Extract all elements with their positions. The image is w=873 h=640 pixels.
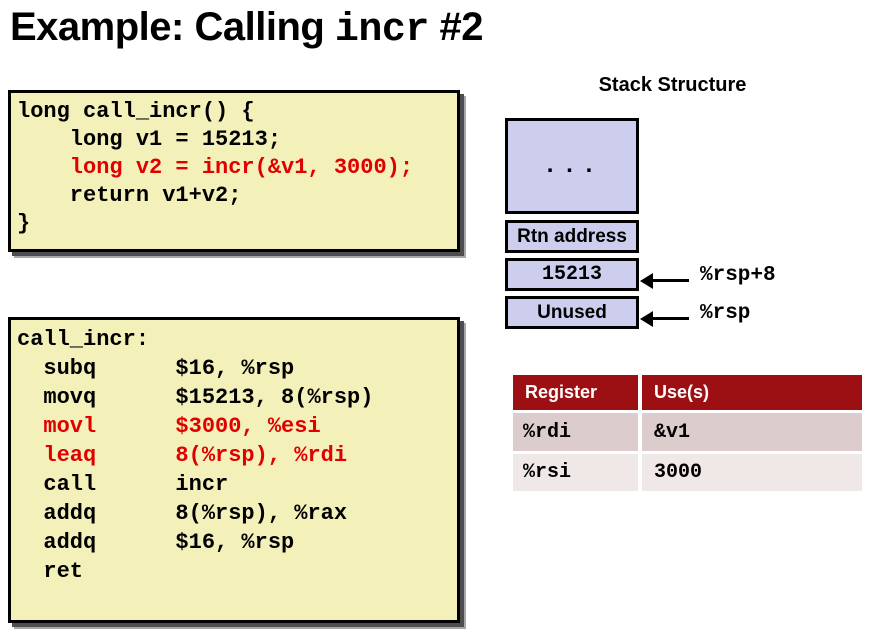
rsp-arrow-head-icon [640, 311, 653, 327]
rsp8-arrow-head-icon [640, 273, 653, 289]
register-table-header-row: Register Use(s) [513, 375, 862, 410]
row-divider [513, 451, 862, 454]
page-title: Example: Calling incr #2 [10, 4, 484, 54]
asm-code-line: addq $16, %rsp [17, 530, 295, 555]
c-code-line: long call_incr() { [17, 99, 255, 124]
register-table: Register Use(s) %rdi &v1 %rsi 3000 [513, 375, 862, 491]
rsp-arrow-shaft [651, 317, 689, 320]
asm-code-line-highlighted: movl $3000, %esi [17, 414, 321, 439]
asm-code-line: movq $15213, 8(%rsp) [17, 385, 374, 410]
asm-code-line: call incr [17, 472, 229, 497]
column-divider [638, 375, 642, 410]
row-divider [513, 410, 862, 413]
stack-cell-15213: 15213 [505, 258, 639, 291]
c-code-box: long call_incr() { long v1 = 15213; long… [8, 90, 460, 252]
c-code-line-highlighted: long v2 = incr(&v1, 3000); [17, 155, 414, 180]
asm-code-box: call_incr: subq $16, %rsp movq $15213, 8… [8, 317, 460, 623]
stack-cell-unused: Unused [505, 296, 639, 329]
stack-structure-title: Stack Structure [598, 74, 747, 96]
asm-code-line-highlighted: leaq 8(%rsp), %rdi [17, 443, 348, 468]
register-table-header-register: Register [513, 375, 638, 410]
column-divider [638, 413, 642, 451]
page-title-suffix: #2 [428, 5, 484, 49]
asm-code-line: addq 8(%rsp), %rax [17, 501, 348, 526]
rsp8-pointer-label: %rsp+8 [700, 264, 776, 287]
rsp-pointer-label: %rsp [700, 302, 751, 325]
asm-code-line: subq $16, %rsp [17, 356, 295, 381]
register-use-cell: &v1 [642, 413, 862, 451]
c-code-line: return v1+v2; [17, 183, 242, 208]
c-code-line: } [17, 211, 31, 236]
register-table-row-rsi: %rsi 3000 [513, 454, 862, 491]
rsp8-arrow-shaft [651, 279, 689, 282]
register-table-header-uses: Use(s) [642, 375, 862, 410]
asm-code-line: ret [17, 559, 84, 584]
register-use-cell: 3000 [642, 454, 862, 491]
page-title-mono: incr [334, 8, 430, 53]
register-name-cell: %rdi [513, 413, 638, 451]
column-divider [638, 454, 642, 491]
stack-cell-rtn-address: Rtn address [505, 220, 639, 253]
page-title-prefix: Example: Calling [10, 5, 335, 49]
asm-code-line: call_incr: [17, 327, 150, 352]
register-name-cell: %rsi [513, 454, 638, 491]
c-code-line: long v1 = 15213; [17, 127, 282, 152]
stack-cell-ellipsis: ... [505, 118, 639, 214]
register-table-row-rdi: %rdi &v1 [513, 413, 862, 451]
